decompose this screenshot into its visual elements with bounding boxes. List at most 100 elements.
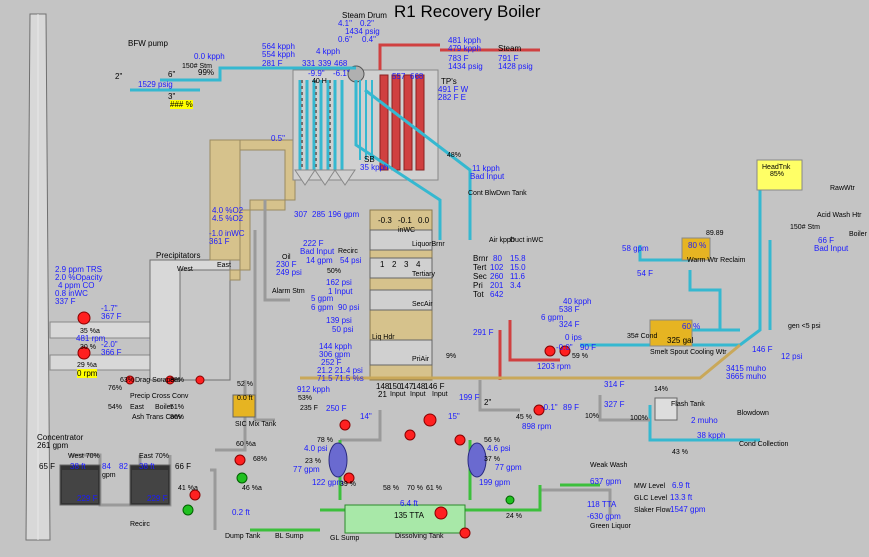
conc-recirc: Recirc — [130, 521, 150, 528]
liq-14gpm: 14 gpm — [306, 256, 333, 265]
fw-flow: 0.0 kpph — [194, 52, 225, 61]
ms-temp2: 791 F — [498, 54, 519, 63]
tps-label: TP's — [441, 77, 457, 86]
gl-glc: GLC Level — [634, 495, 668, 502]
rs-85: 85% — [770, 171, 785, 178]
head-tank — [756, 159, 803, 191]
rs-gen: gen <5 psi — [788, 323, 821, 330]
rs-bad: Bad Input — [814, 244, 849, 253]
rs-blowdown: Blowdown — [737, 410, 769, 417]
idfan-t1: 367 F — [101, 312, 122, 321]
sm-77gpm2: 77 gpm — [495, 463, 522, 472]
w-1203: 1203 rpm — [537, 362, 571, 371]
rs-80pct: 80 % — [688, 241, 707, 250]
air-r0-d: 15.8 — [510, 254, 526, 263]
sm-56: 56 % — [484, 437, 500, 444]
conc-wft2: 229 F — [77, 494, 98, 503]
air-r0-n: Brnr — [473, 254, 489, 263]
w-100: 100% — [630, 415, 648, 422]
air-r1-d: 15.0 — [510, 263, 526, 272]
liq-recirc: Recirc — [338, 248, 358, 255]
w-327: 327 F — [604, 400, 625, 409]
sm-tta: 135 TTA — [394, 511, 424, 520]
furn-sec1: LiquorBrnr — [412, 241, 445, 248]
conc-gpm: 261 gpm — [37, 441, 69, 450]
sm-14in: 14" — [360, 412, 372, 421]
warm-water-tank — [681, 237, 711, 261]
gl-slaker: Slaker Flow — [634, 507, 671, 514]
sm-37: 37 % — [484, 456, 500, 463]
stack-temp: 337 F — [55, 297, 76, 306]
rs-condcoll: Cond Collection — [739, 441, 789, 448]
furn-b5: 21 — [378, 390, 387, 399]
w-10: 10% — [585, 413, 600, 420]
air-r0-a: 80 — [493, 254, 502, 263]
rs-mhos: 3415 muho — [726, 364, 767, 373]
sm-gl: GL Sump — [330, 535, 360, 542]
air-r4-n: Tot — [473, 290, 484, 299]
rs-325gal: 325 gal — [667, 336, 694, 345]
conv-east: East — [130, 404, 145, 411]
furn-b7: Input — [410, 391, 426, 398]
liq-oil-t: 230 F — [276, 260, 297, 269]
gl-mwv: 6.9 ft — [672, 481, 690, 490]
precip-temp: 361 F — [209, 237, 230, 246]
furn-sec3: SecAir — [412, 301, 433, 308]
ms-press2: 1428 psig — [498, 62, 533, 71]
rs-150stm: 150# Stm — [790, 224, 820, 231]
air-r3-d: 3.4 — [510, 281, 522, 290]
rs-60pct: 60 % — [682, 322, 701, 331]
w-40kpph: 40 kpph — [563, 297, 592, 306]
conv-p6: 86% — [170, 414, 185, 421]
sm-39: 39 % — [340, 481, 356, 488]
sm-24: 24 % — [506, 513, 522, 520]
liq-gpm: 249 psi — [276, 268, 302, 277]
econ-kpph: 4 kpph — [316, 47, 341, 56]
drum-press: 1434 psig — [345, 27, 380, 36]
sm-46psi: 4.6 psi — [487, 444, 511, 453]
w-538: 538 F — [559, 305, 580, 314]
w-v01: -0.1" — [541, 403, 558, 412]
fw-top-flow: 564 kpph — [262, 42, 295, 51]
econ-t5: -6.1" — [333, 69, 350, 78]
smc-ft: 0.0 ft — [237, 395, 253, 402]
sm-diss: Dissolving Tank — [395, 533, 444, 540]
air-r1-a: 102 — [490, 263, 504, 272]
cbd-flow: 11 kpph — [472, 164, 500, 173]
idfan-pct3: 29 %a — [77, 362, 97, 369]
gl-green: Green Liquor — [590, 523, 631, 530]
liq-oil: Oil — [282, 254, 291, 261]
precip-t3: 196 gpm — [328, 210, 360, 219]
tps-t1: 491 F W — [438, 85, 469, 94]
gl-637: 637 gpm — [590, 477, 622, 486]
w-324: 324 F — [559, 320, 580, 329]
fw-99pct: 99% — [198, 68, 215, 77]
conc-46: 46 %a — [242, 485, 262, 492]
smc-label: SIC Mix Tank — [235, 421, 277, 428]
rs-cond: 35# Cond — [627, 333, 658, 340]
furn-b2: 147 — [400, 382, 414, 391]
conc-41: 41 %a — [178, 485, 198, 492]
sm-dump: Dump Tank — [225, 533, 261, 540]
ms-temp: 783 F — [448, 54, 469, 63]
hv-250: 250 F — [326, 404, 347, 413]
hv-vals2: 71.5 71.5 %s — [317, 374, 364, 383]
stack-co: 4 ppm CO — [58, 281, 95, 290]
sm-64ft: 6.4 ft — [400, 499, 418, 508]
liq-162: 162 psi — [326, 278, 352, 287]
hv-235: 235 F — [300, 405, 318, 412]
air-r1-n: Tert — [473, 263, 487, 272]
air-r2-n: Sec — [473, 272, 487, 281]
smelt-spout-cooling-tank — [649, 319, 693, 347]
sm-40psi: 4.0 psi — [304, 444, 328, 453]
bfw-pump-label: BFW pump — [128, 39, 169, 48]
conv-p3: 76% — [108, 385, 123, 392]
headtnk-label: HeadTnk — [762, 164, 791, 171]
cbd-label: Cont BlwDwn Tank — [468, 190, 527, 197]
rs-146f: 146 F — [752, 345, 773, 354]
drum-level1: 4.1" — [338, 19, 352, 28]
cbd-pct: 48% — [447, 152, 462, 159]
w-45: 45 % — [516, 414, 532, 421]
ms-label: Steam — [498, 44, 522, 53]
